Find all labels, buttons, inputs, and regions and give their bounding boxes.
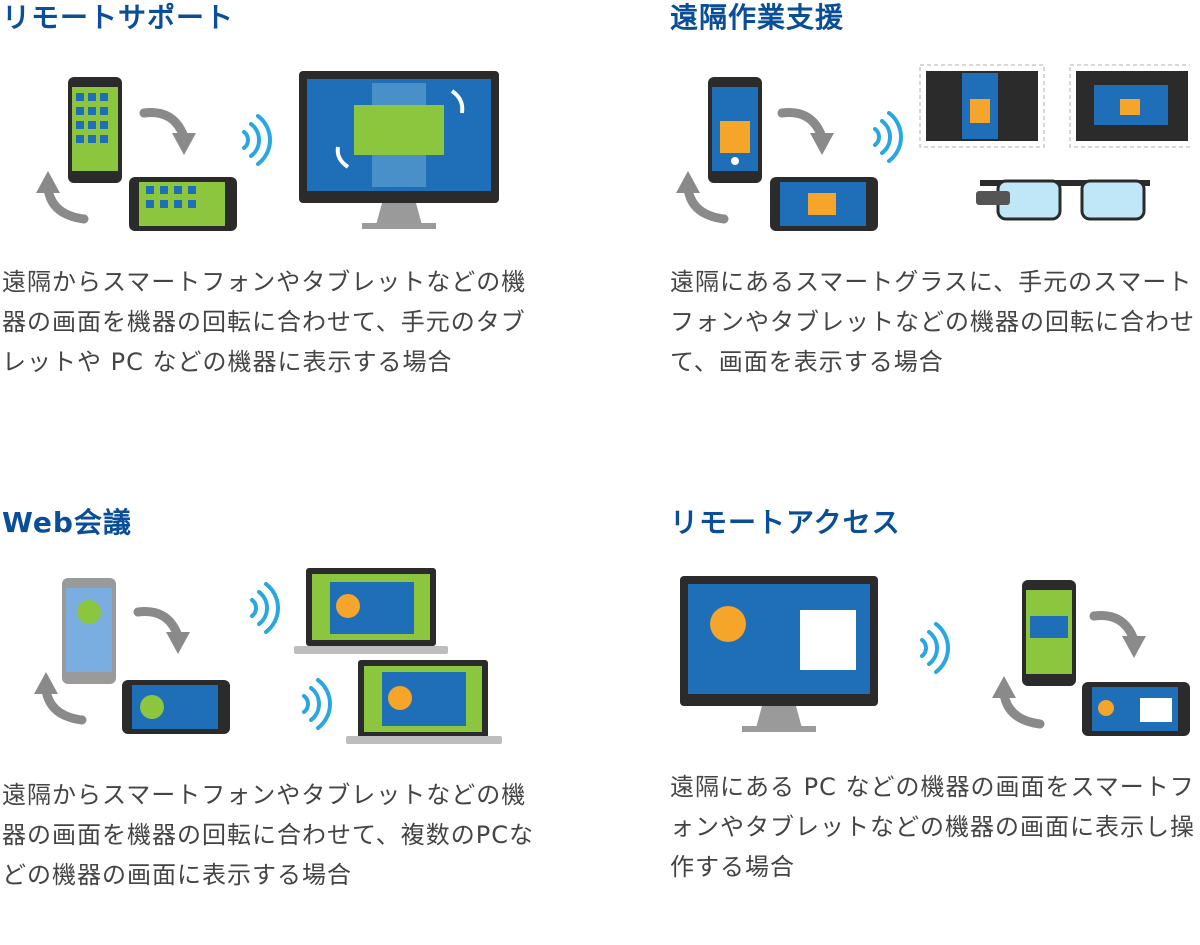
laptop-icon <box>294 568 448 654</box>
desktop-monitor-icon <box>299 71 499 229</box>
portrait-phone-icon <box>68 77 122 183</box>
wireless-signal-icon <box>873 111 903 163</box>
panel-description: 遠隔にあるスマートグラスに、手元のスマートフォンやタブレットなどの機器の回転に合… <box>670 268 1195 376</box>
remote-support-illustration <box>2 71 499 231</box>
panel-remote-support: リモートサポート <box>2 0 562 440</box>
smart-glasses-view-portrait-icon <box>919 64 1045 148</box>
panel-title: リモートサポート <box>2 1 235 34</box>
portrait-phone-icon <box>62 578 116 684</box>
wireless-signal-icon <box>302 678 332 730</box>
landscape-phone-icon <box>1082 682 1190 736</box>
panel-title: Web会議 <box>2 506 132 539</box>
panel-description: 遠隔からスマートフォンやタブレットなどの機器の画面を機器の回転に合わせて、複数の… <box>2 781 535 889</box>
panel-title: 遠隔作業支援 <box>670 1 845 34</box>
panel-remote-work-support: 遠隔作業支援 <box>670 0 1200 440</box>
rotate-clockwise-arrow-icon <box>144 113 196 156</box>
desktop-monitor-icon <box>680 576 878 732</box>
landscape-phone-icon <box>770 177 878 231</box>
wireless-signal-icon <box>242 114 272 166</box>
smart-glasses-icon <box>976 179 1150 221</box>
laptop-icon <box>346 660 502 744</box>
wireless-signal-icon <box>920 622 950 674</box>
remote-access-illustration <box>680 576 1190 736</box>
panel-remote-access: リモートアクセス 遠隔にある PC などの機器の画面をスマートフォンやタブレット… <box>670 505 1200 945</box>
portrait-phone-icon <box>708 77 762 183</box>
panel-web-conference: Web会議 遠隔からスマートフォンやタブ <box>2 505 562 945</box>
portrait-phone-icon <box>1022 580 1076 686</box>
panel-description: 遠隔にある PC などの機器の画面をスマートフォンやタブレットなどの機器の画面に… <box>670 773 1195 881</box>
landscape-phone-icon <box>122 680 230 734</box>
smart-glasses-view-landscape-icon <box>1069 64 1190 148</box>
rotate-clockwise-arrow-icon <box>138 612 190 655</box>
wireless-signal-icon <box>250 582 280 634</box>
rotate-clockwise-arrow-icon <box>1094 616 1146 659</box>
remote-work-illustration <box>670 64 1190 231</box>
panel-title: リモートアクセス <box>670 506 901 539</box>
web-conference-illustration <box>2 568 502 744</box>
rotate-clockwise-arrow-icon <box>782 113 834 156</box>
panel-description: 遠隔からスマートフォンやタブレットなどの機器の画面を機器の回転に合わせて、手元の… <box>2 268 527 376</box>
landscape-phone-icon <box>129 177 237 231</box>
